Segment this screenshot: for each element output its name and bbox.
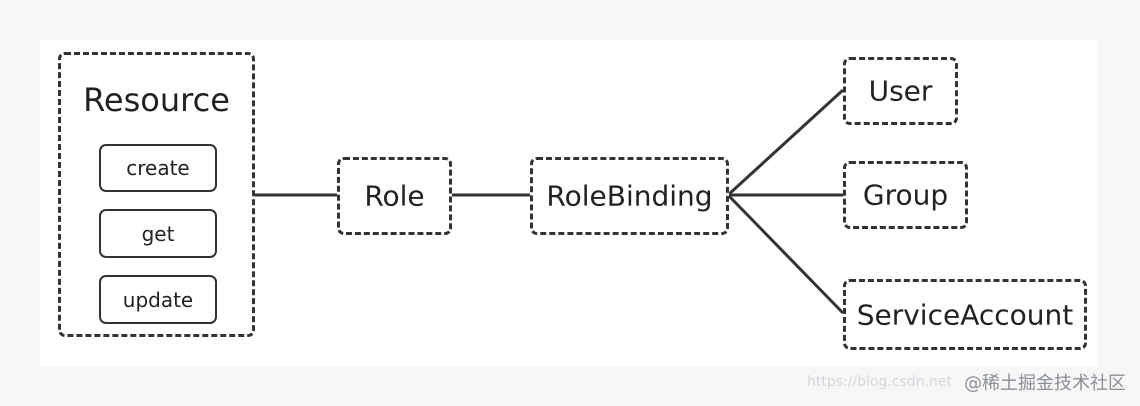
serviceaccount-box: ServiceAccount [843, 279, 1087, 350]
rolebinding-box: RoleBinding [530, 157, 729, 235]
user-box: User [843, 57, 958, 125]
user-label: User [868, 74, 933, 108]
rolebinding-label: RoleBinding [546, 179, 713, 213]
action-create: create [99, 144, 217, 192]
connector-rolebinding-serviceaccount [726, 193, 845, 315]
action-update: update [99, 275, 217, 324]
connector-rolebinding-user [726, 88, 845, 197]
watermark: https://blog.csdn.net @稀土掘金技术社区 [807, 369, 1126, 395]
watermark-url: https://blog.csdn.net [806, 374, 952, 390]
group-label: Group [862, 178, 949, 212]
role-label: Role [364, 179, 425, 213]
action-get: get [99, 209, 217, 258]
resource-title: Resource [83, 81, 230, 119]
resource-box: Resource create get update [58, 52, 255, 337]
role-box: Role [337, 157, 452, 235]
watermark-brand: @稀土掘金技术社区 [964, 373, 1126, 394]
group-box: Group [843, 161, 968, 229]
serviceaccount-label: ServiceAccount [856, 298, 1074, 331]
